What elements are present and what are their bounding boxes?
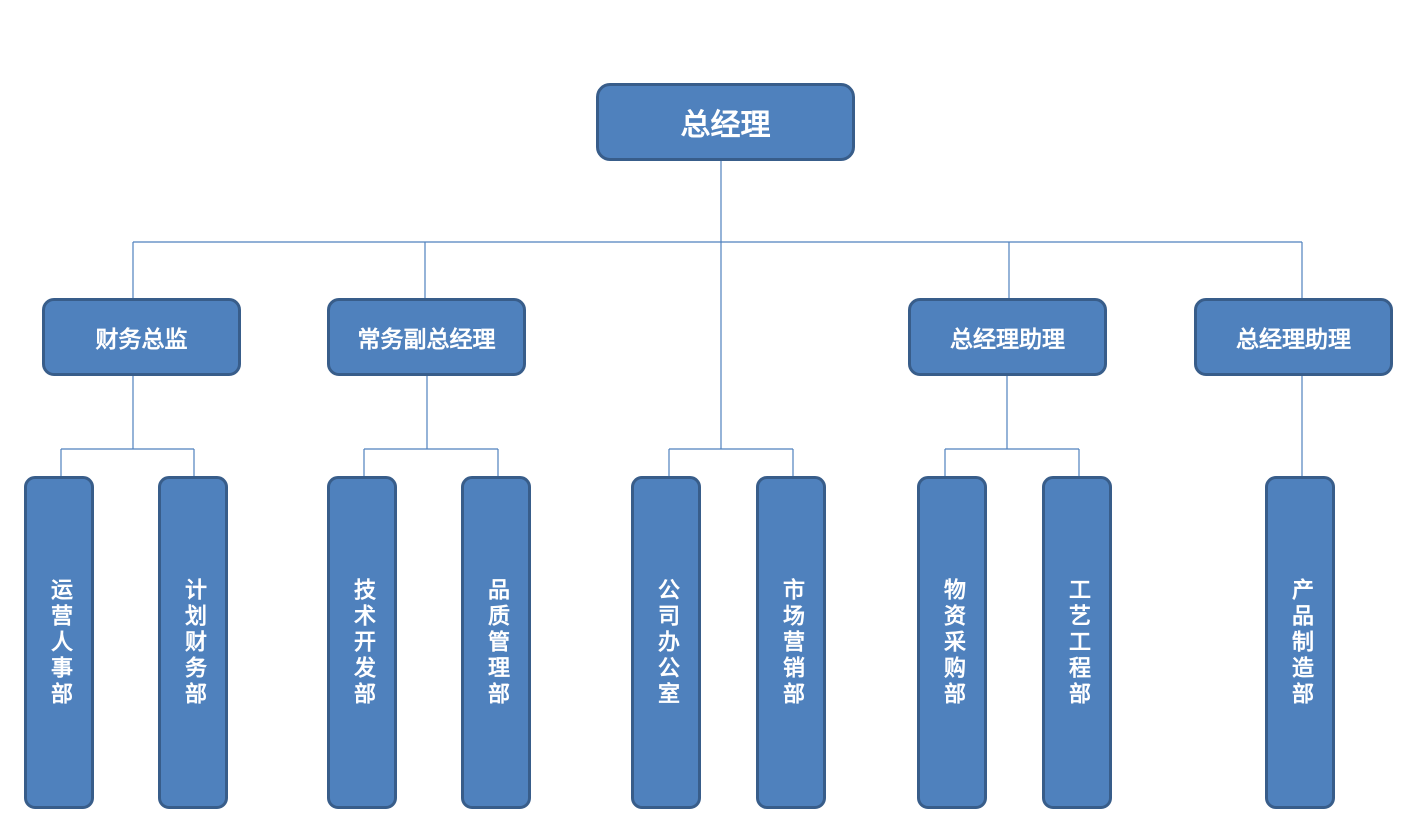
node-gm-assistant-2: 总经理助理	[1194, 298, 1393, 376]
node-process-engineering: 工艺工程部	[1042, 476, 1112, 809]
connector-root-to-level1	[132, 160, 1303, 300]
connector-deputy-group	[363, 374, 499, 478]
node-finance-director: 财务总监	[42, 298, 241, 376]
node-procurement: 物资采购部	[917, 476, 987, 809]
node-quality-management: 品质管理部	[461, 476, 531, 809]
connector-root-to-office	[668, 242, 794, 478]
node-executive-deputy-gm: 常务副总经理	[327, 298, 526, 376]
connector-assistant1-group	[944, 374, 1080, 478]
connector-finance-group	[60, 374, 195, 478]
node-general-manager: 总经理	[596, 83, 855, 161]
node-company-office: 公司办公室	[631, 476, 701, 809]
node-gm-assistant-1: 总经理助理	[908, 298, 1107, 376]
node-tech-development: 技术开发部	[327, 476, 397, 809]
node-operations-hr: 运营人事部	[24, 476, 94, 809]
node-marketing: 市场营销部	[756, 476, 826, 809]
node-planning-finance: 计划财务部	[158, 476, 228, 809]
node-product-manufacturing: 产品制造部	[1265, 476, 1335, 809]
